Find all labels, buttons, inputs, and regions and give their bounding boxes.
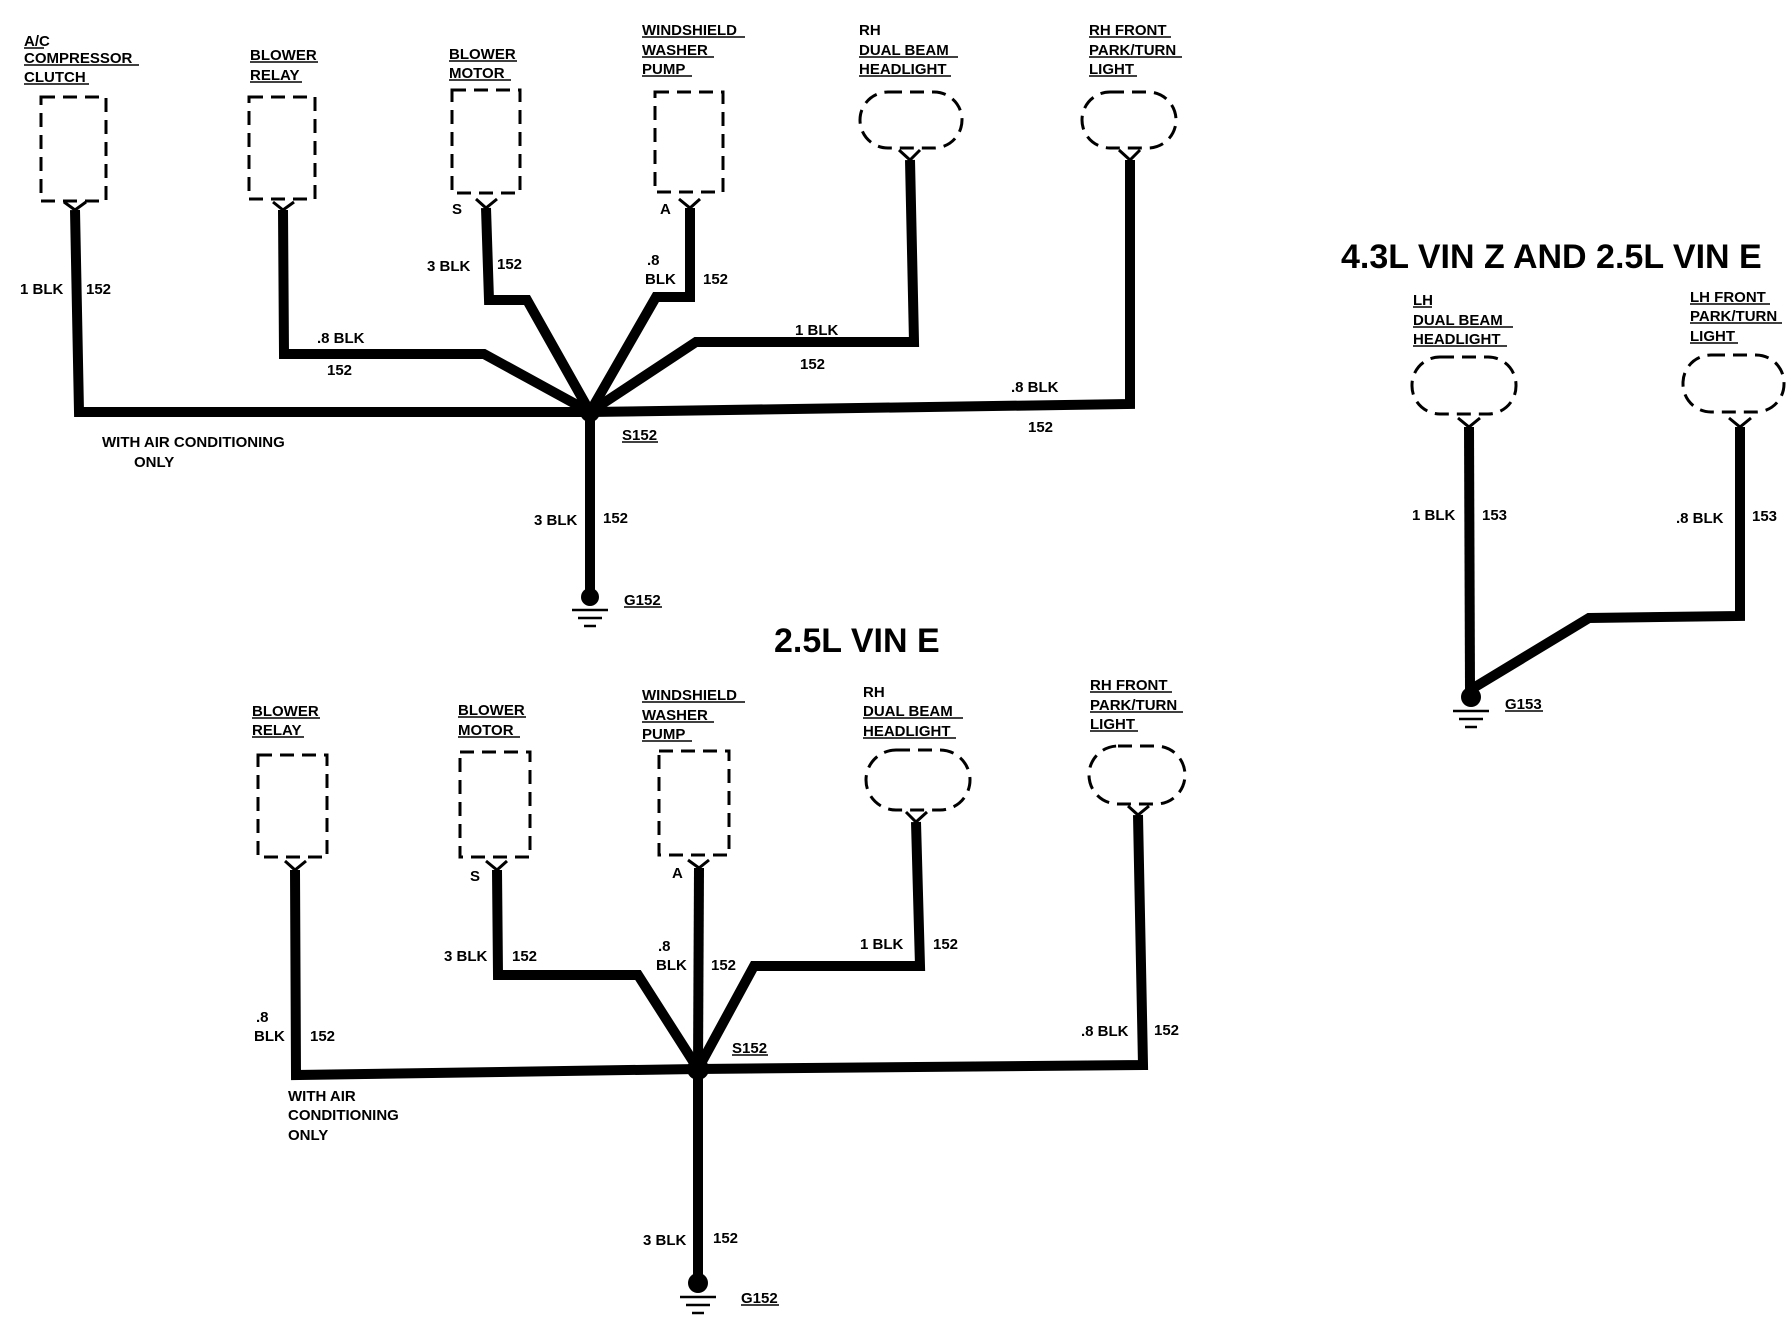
- splice-s152: [580, 402, 600, 422]
- ground-symbol: [572, 608, 608, 628]
- ground-g153: [1461, 687, 1481, 707]
- b-washer-pump-wire: [693, 867, 704, 1070]
- b-rh-headlight: [864, 748, 972, 812]
- b-blower-relay-label: BLOWER RELAY: [252, 703, 323, 739]
- right-diagram: LH DUAL BEAM HEADLIGHT LH FRONT PARK/TUR…: [1410, 289, 1786, 729]
- park-wire-gauge: .8 BLK: [1011, 379, 1059, 396]
- b-ground-wire-circuit: 152: [713, 1230, 738, 1247]
- b-relay-wire-circuit: 152: [310, 1028, 335, 1045]
- pump-wire-gauge: .8 BLK: [645, 252, 676, 288]
- lh-headlight: [1410, 355, 1518, 416]
- ac-compressor-clutch: [39, 95, 108, 203]
- lh-headlight-wire: [1464, 426, 1475, 691]
- blower-motor-wire: [481, 207, 595, 415]
- ground-g152: [581, 588, 599, 606]
- top-diagram: A/C COMPRESSOR CLUTCH BLOWER RELAY BLOWE…: [20, 22, 1182, 628]
- ground-label: G152: [624, 592, 661, 609]
- b-motor-wire-gauge: 3 BLK: [444, 948, 488, 965]
- b-ground-symbol: [680, 1295, 716, 1315]
- bottom-diagram-title: 2.5L VIN E: [774, 622, 940, 660]
- headlight-wire-gauge: 1 BLK: [795, 322, 839, 339]
- park-wire-circuit: 152: [1028, 419, 1053, 436]
- lh-headlight-label: LH DUAL BEAM HEADLIGHT: [1413, 292, 1507, 348]
- pin-a-label: A: [660, 201, 671, 218]
- relay-wire-gauge: .8 BLK: [317, 330, 365, 347]
- ground-symbol-g153: [1453, 709, 1489, 729]
- bottom-diagram: BLOWER RELAY BLOWER MOTOR WINDSHIELD WAS…: [252, 677, 1187, 1315]
- rh-headlight-wire: [587, 159, 920, 417]
- b-rh-park-light: [1087, 744, 1187, 806]
- ac-wire-gauge: 1 BLK: [20, 281, 64, 298]
- b-ground-label: G152: [741, 1290, 778, 1307]
- relay-wire-circuit: 152: [327, 362, 352, 379]
- ground-label-g153: G153: [1505, 696, 1542, 713]
- blower-motor-label: BLOWER MOTOR: [449, 46, 520, 82]
- b-splice-s152: [687, 1058, 709, 1080]
- ac-clutch-label: A/C COMPRESSOR CLUTCH: [24, 33, 137, 86]
- b-ground-g152: [688, 1273, 708, 1293]
- ac-only-note: WITH AIR CONDITIONING ONLY: [102, 434, 289, 471]
- b-rh-headlight-wire: [693, 821, 926, 1072]
- b-rh-park-light-label: RH FRONT PARK/TURN LIGHT: [1090, 677, 1181, 733]
- pump-wire-circuit: 152: [703, 271, 728, 288]
- b-washer-pump-label: WINDSHIELD WASHER PUMP: [642, 687, 741, 743]
- blower-relay: [247, 95, 317, 201]
- b-park-wire-gauge: .8 BLK: [1081, 1023, 1129, 1040]
- b-splice-label: S152: [732, 1040, 767, 1057]
- b-relay-wire-gauge: .8 BLK: [254, 1009, 285, 1045]
- rh-park-light-wire: [589, 160, 1135, 417]
- ground-wire-circuit: 152: [603, 510, 628, 527]
- b-ac-only-note: WITH AIR CONDITIONING ONLY: [288, 1088, 403, 1144]
- rh-park-light-label: RH FRONT PARK/TURN LIGHT: [1089, 22, 1180, 78]
- b-pin-s-label: S: [470, 868, 480, 885]
- lh-park-light-wire: [1467, 427, 1745, 695]
- washer-pump-label: WINDSHIELD WASHER PUMP: [642, 22, 741, 78]
- ac-clutch-wire: [70, 209, 590, 417]
- lh-park-wire-gauge: .8 BLK: [1676, 510, 1724, 527]
- b-rh-park-light-wire: [697, 814, 1149, 1074]
- b-motor-wire-circuit: 152: [512, 948, 537, 965]
- washer-pump-wire: [585, 208, 695, 415]
- b-blower-motor-wire: [492, 869, 703, 1072]
- blower-motor: [450, 88, 522, 195]
- lh-park-wire-circuit: 153: [1752, 508, 1777, 525]
- b-washer-pump: [657, 749, 731, 857]
- ac-wire-circuit: 152: [86, 281, 111, 298]
- motor-wire-circuit: 152: [497, 256, 522, 273]
- blower-relay-label: BLOWER RELAY: [250, 47, 321, 84]
- headlight-wire-circuit: 152: [800, 356, 825, 373]
- b-blower-motor-label: BLOWER MOTOR: [458, 702, 529, 739]
- b-headlight-wire-gauge: 1 BLK: [860, 936, 904, 953]
- blower-relay-wire: [278, 209, 593, 417]
- lh-headlight-wire-circuit: 153: [1482, 507, 1507, 524]
- b-blower-relay-wire: [290, 869, 699, 1081]
- b-ground-wire-gauge: 3 BLK: [643, 1232, 687, 1249]
- b-park-wire-circuit: 152: [1154, 1022, 1179, 1039]
- b-pin-a-label: A: [672, 865, 683, 882]
- rh-headlight-label: RH DUAL BEAM HEADLIGHT: [859, 22, 953, 78]
- pin-s-label: S: [452, 201, 462, 218]
- motor-wire-gauge: 3 BLK: [427, 258, 471, 275]
- b-rh-headlight-label: RH DUAL BEAM HEADLIGHT: [863, 684, 957, 740]
- lh-headlight-wire-gauge: 1 BLK: [1412, 507, 1456, 524]
- washer-pump: [653, 90, 725, 194]
- right-diagram-title: 4.3L VIN Z AND 2.5L VIN E: [1341, 238, 1762, 276]
- b-headlight-wire-circuit: 152: [933, 936, 958, 953]
- rh-headlight: [858, 90, 964, 150]
- b-blower-motor: [458, 750, 532, 859]
- lh-park-light: [1681, 353, 1786, 414]
- ground-wire-gauge: 3 BLK: [534, 512, 578, 529]
- splice-label: S152: [622, 427, 657, 444]
- b-pump-wire-gauge: .8 BLK: [656, 938, 687, 974]
- b-blower-relay: [256, 753, 329, 859]
- rh-park-light: [1080, 90, 1178, 150]
- b-pump-wire-circuit: 152: [711, 957, 736, 974]
- lh-park-light-label: LH FRONT PARK/TURN LIGHT: [1690, 289, 1781, 345]
